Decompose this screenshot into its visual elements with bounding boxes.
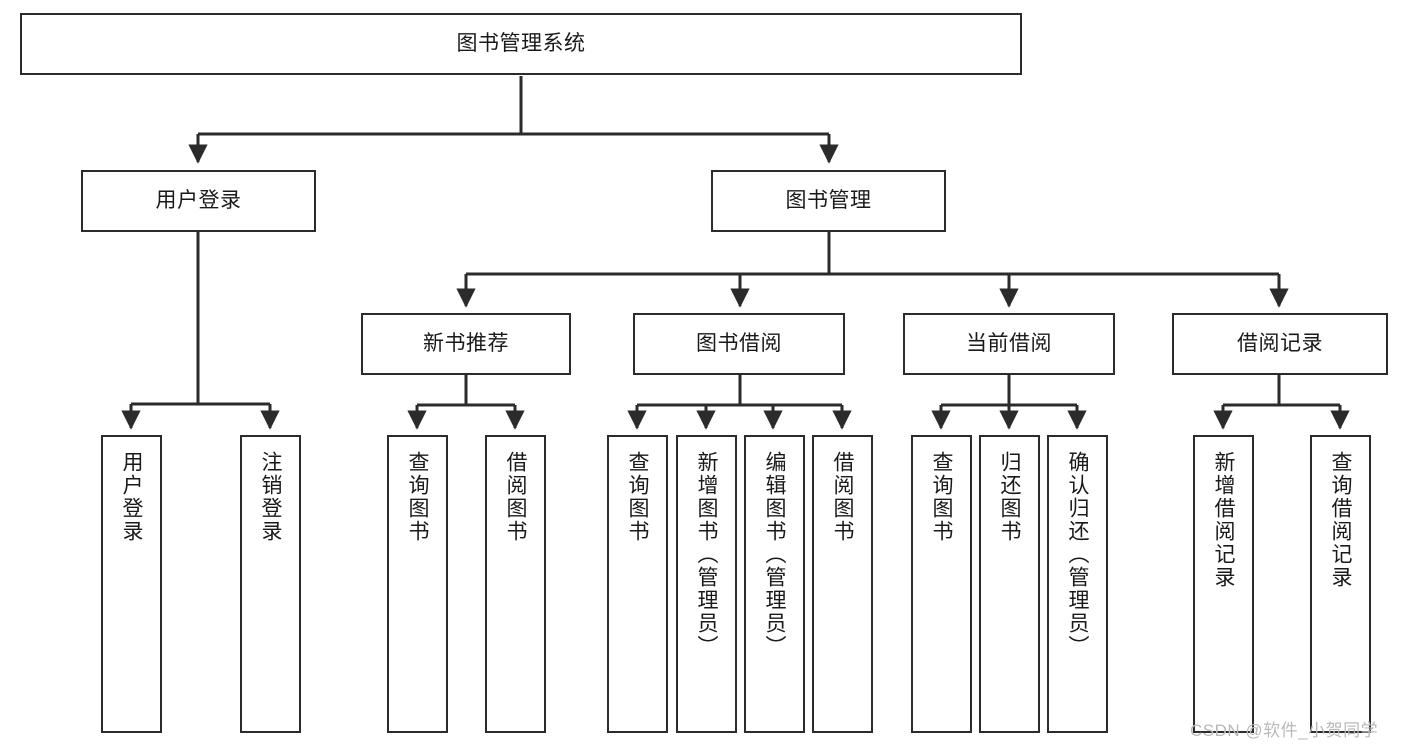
- node-root-label: 图书管理系统: [456, 31, 586, 55]
- node-leaf-query-book-2-label: 查询图书: [626, 451, 649, 543]
- node-leaf-add-record[interactable]: 新增借阅记录: [1193, 435, 1254, 733]
- node-leaf-user-login-label: 用户登录: [120, 451, 143, 543]
- node-leaf-borrow-book-1-label: 借阅图书: [504, 451, 527, 543]
- node-borrow-record-label: 借阅记录: [1237, 331, 1323, 355]
- node-leaf-confirm-return-label: 确认归还（管理员）: [1066, 451, 1089, 658]
- node-leaf-logout-login-label: 注销登录: [259, 451, 282, 543]
- node-leaf-add-record-label: 新增借阅记录: [1212, 451, 1235, 589]
- node-leaf-confirm-return[interactable]: 确认归还（管理员）: [1047, 435, 1108, 733]
- node-leaf-query-book-3[interactable]: 查询图书: [911, 435, 972, 733]
- node-leaf-query-book-3-label: 查询图书: [930, 451, 953, 543]
- node-root[interactable]: 图书管理系统: [20, 13, 1022, 75]
- node-leaf-add-book[interactable]: 新增图书（管理员）: [676, 435, 737, 733]
- node-user-login-label: 用户登录: [155, 188, 242, 212]
- node-leaf-logout-login[interactable]: 注销登录: [240, 435, 301, 733]
- node-borrow-record[interactable]: 借阅记录: [1172, 313, 1388, 375]
- node-book-borrow-label: 图书借阅: [696, 331, 782, 355]
- node-leaf-query-book-1[interactable]: 查询图书: [387, 435, 448, 733]
- node-leaf-query-record-label: 查询借阅记录: [1329, 451, 1352, 589]
- node-leaf-edit-book[interactable]: 编辑图书（管理员）: [744, 435, 805, 733]
- node-book-management-label: 图书管理: [785, 188, 872, 212]
- csdn-watermark: CSDN @软件_小贺同学: [1190, 721, 1379, 740]
- node-leaf-edit-book-label: 编辑图书（管理员）: [763, 451, 786, 658]
- node-leaf-query-record[interactable]: 查询借阅记录: [1310, 435, 1371, 733]
- node-leaf-query-book-1-label: 查询图书: [406, 451, 429, 543]
- node-new-book-recommend-label: 新书推荐: [423, 331, 509, 355]
- node-new-book-recommend[interactable]: 新书推荐: [361, 313, 571, 375]
- node-leaf-return-book-label: 归还图书: [998, 451, 1021, 543]
- node-leaf-borrow-book-1[interactable]: 借阅图书: [485, 435, 546, 733]
- node-leaf-return-book[interactable]: 归还图书: [979, 435, 1040, 733]
- node-leaf-borrow-book-2-label: 借阅图书: [831, 451, 854, 543]
- node-current-borrow-label: 当前借阅: [966, 331, 1052, 355]
- node-book-borrow[interactable]: 图书借阅: [633, 313, 845, 375]
- node-current-borrow[interactable]: 当前借阅: [903, 313, 1115, 375]
- node-user-login[interactable]: 用户登录: [81, 170, 316, 232]
- node-leaf-add-book-label: 新增图书（管理员）: [695, 451, 718, 658]
- node-leaf-query-book-2[interactable]: 查询图书: [607, 435, 668, 733]
- node-leaf-user-login[interactable]: 用户登录: [101, 435, 162, 733]
- node-book-management[interactable]: 图书管理: [711, 170, 946, 232]
- node-leaf-borrow-book-2[interactable]: 借阅图书: [812, 435, 873, 733]
